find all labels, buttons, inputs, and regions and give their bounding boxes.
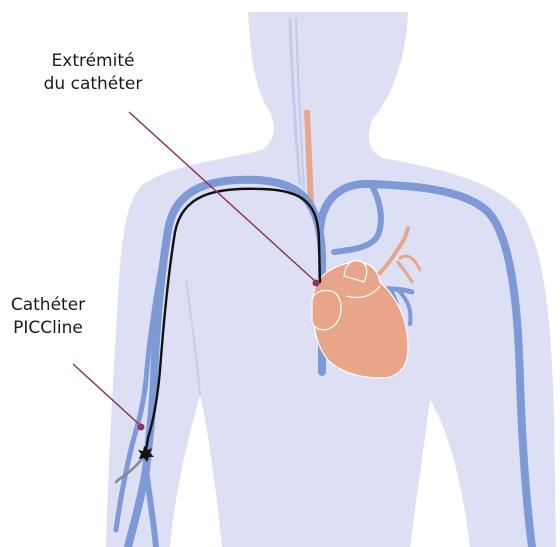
carotid-artery xyxy=(307,110,311,205)
picc-pointer-dot xyxy=(138,424,144,430)
picc-catheter-label-line1: Cathéter xyxy=(0,294,96,317)
catheter-tip-label: Extrémité du cathéter xyxy=(8,50,178,96)
catheter-tip-label-line2: du cathéter xyxy=(8,73,178,96)
picc-catheter-label-line2: PICCline xyxy=(0,317,96,340)
tip-pointer-dot xyxy=(313,280,319,286)
picc-catheter-label: Cathéter PICCline xyxy=(0,294,96,340)
catheter-tip-label-line1: Extrémité xyxy=(8,50,178,73)
heart-atrium xyxy=(312,290,341,329)
